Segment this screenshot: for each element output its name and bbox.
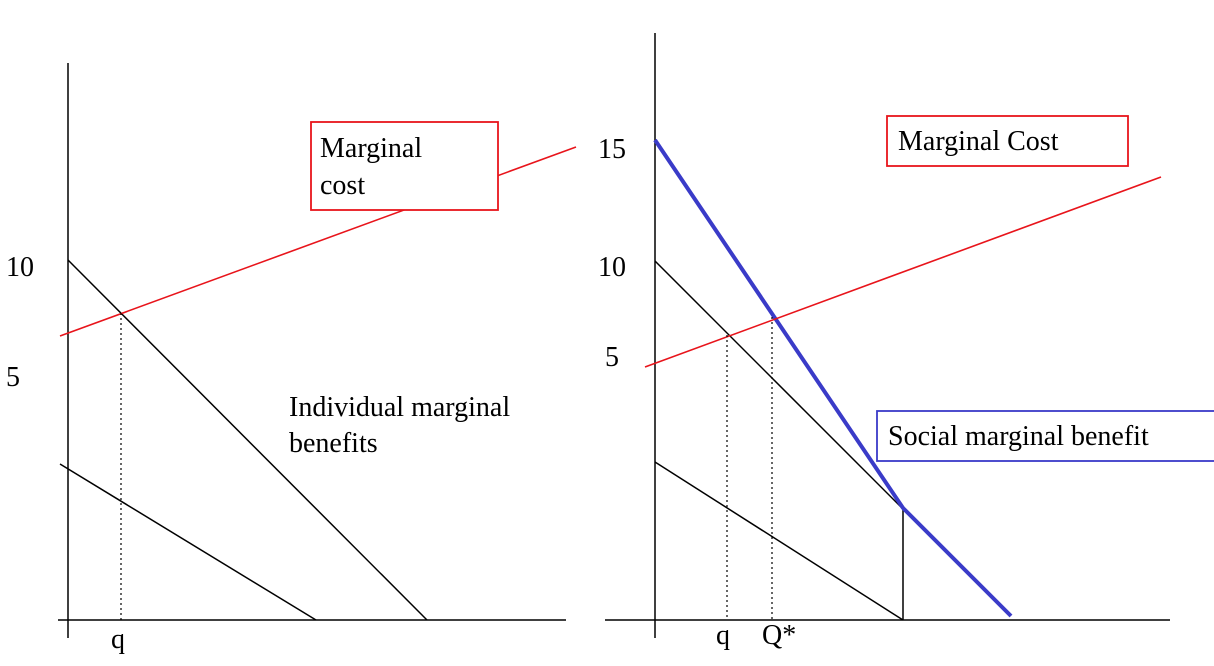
left-benefits-label-line2: benefits bbox=[289, 428, 378, 459]
right-social-benefit-label: Social marginal benefit bbox=[888, 421, 1149, 452]
left-marginal-cost-label-line1: Marginal bbox=[320, 133, 422, 164]
right-social-benefit-box bbox=[876, 410, 1214, 462]
left-individual-benefit-low bbox=[59, 463, 317, 621]
right-x-label-q: q bbox=[716, 620, 730, 651]
right-y-tick-15: 15 bbox=[598, 134, 626, 165]
left-y-tick-10: 10 bbox=[6, 252, 34, 283]
right-individual-benefit-low bbox=[654, 461, 904, 621]
left-panel: 10 5 q Marginal cost Individual marginal… bbox=[6, 63, 577, 655]
right-panel: 15 10 5 q Q* Marginal Cost Social margin… bbox=[598, 33, 1214, 651]
left-individual-benefit-high bbox=[67, 259, 428, 621]
right-marginal-cost-label: Marginal Cost bbox=[898, 126, 1059, 157]
right-marginal-cost-box bbox=[886, 115, 1129, 167]
right-y-tick-10: 10 bbox=[598, 252, 626, 283]
left-y-tick-5: 5 bbox=[6, 362, 20, 393]
left-benefits-label-line1: Individual marginal bbox=[289, 392, 510, 423]
right-marginal-cost-line bbox=[644, 176, 1162, 368]
left-x-label-q: q bbox=[111, 624, 125, 655]
right-x-label-qstar: Q* bbox=[762, 620, 796, 651]
right-social-benefit-line bbox=[653, 138, 1013, 618]
right-y-tick-5: 5 bbox=[605, 342, 619, 373]
left-marginal-cost-box bbox=[310, 121, 499, 211]
left-marginal-cost-label-line2: cost bbox=[320, 170, 365, 201]
